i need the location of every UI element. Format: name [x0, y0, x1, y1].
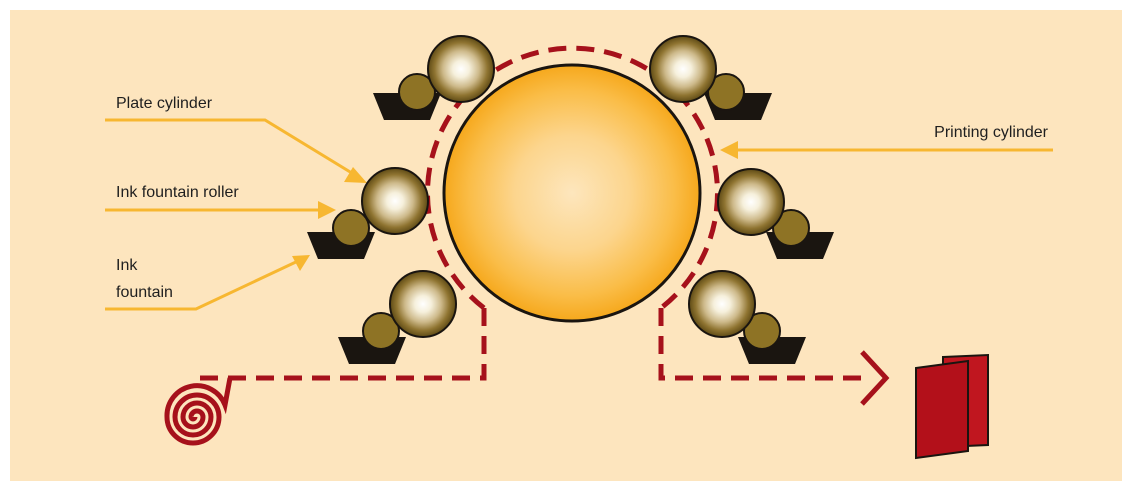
leader-lines	[105, 118, 1053, 311]
ink-fountain-roller	[743, 312, 781, 350]
leader-arrowhead-ink-fountain	[292, 255, 310, 271]
paper-path-arc	[425, 45, 720, 310]
paper-roll-icon	[164, 377, 233, 446]
leader-arrowhead-ink-fountain-roller	[318, 201, 336, 219]
leader-line-plate-cylinder	[105, 118, 361, 180]
plate-cylinder	[649, 35, 717, 103]
printing-cylinder	[442, 63, 702, 323]
printing-unit-bottom-left	[338, 270, 457, 364]
plate-cylinder	[688, 270, 756, 338]
leader-arrowhead-printing-cylinder	[720, 141, 738, 159]
printing-unit-top-right	[649, 35, 772, 120]
ink-fountain-roller	[332, 209, 370, 247]
ink-fountain-roller	[398, 73, 436, 111]
plate-cylinder	[361, 167, 429, 235]
printed-sheet-icon	[915, 353, 989, 460]
label-plate-cylinder: Plate cylinder	[116, 95, 213, 112]
leader-arrowhead-plate-cylinder	[344, 167, 367, 183]
plate-cylinder	[717, 168, 785, 236]
ink-fountain-roller	[362, 312, 400, 350]
printing-unit-mid-left	[307, 167, 429, 259]
label-ink-fountain-roller: Ink fountain roller	[116, 184, 239, 201]
paper-path	[200, 45, 866, 381]
plate-cylinder	[389, 270, 457, 338]
paper-path-arrowhead	[860, 350, 890, 406]
leader-line-ink-fountain	[105, 259, 299, 311]
label-printing-cylinder: Printing cylinder	[934, 124, 1049, 141]
paper-path-input	[200, 308, 487, 381]
printed-sheet-front	[915, 359, 969, 460]
printing-unit-mid-right	[717, 168, 834, 259]
label-ink-fountain-line2: fountain	[116, 284, 173, 301]
paper-path-output	[658, 308, 866, 381]
label-ink-fountain-line1: Ink	[116, 257, 138, 274]
printing-unit-top-left	[373, 35, 495, 120]
plate-cylinder	[427, 35, 495, 103]
ink-fountain-roller	[772, 209, 810, 247]
printing-unit-bottom-right	[688, 270, 806, 364]
